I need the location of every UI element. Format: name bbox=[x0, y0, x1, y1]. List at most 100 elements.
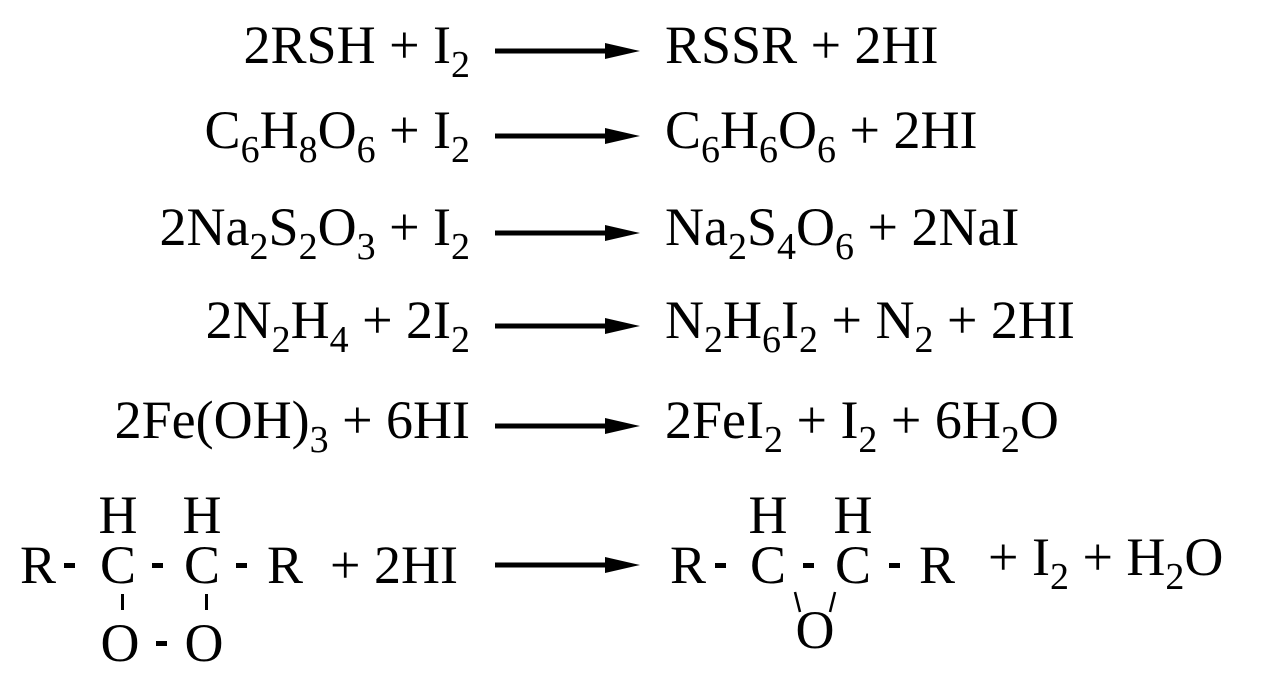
arrow-icon bbox=[495, 43, 640, 59]
formula-text: S bbox=[746, 197, 778, 257]
subscript: 2 bbox=[271, 319, 291, 361]
atom-o: O bbox=[795, 600, 835, 660]
formula-text: O bbox=[317, 100, 357, 160]
reactants: 2Fe(OH)3 + 6HI bbox=[115, 385, 470, 461]
formula-text: + I bbox=[988, 527, 1050, 587]
atom-c: C bbox=[99, 535, 137, 595]
subscript: 2 bbox=[704, 319, 723, 361]
formula-text: O bbox=[317, 197, 357, 257]
formula-text: H bbox=[259, 100, 299, 160]
subscript: 2 bbox=[451, 129, 470, 171]
arrow-icon bbox=[495, 128, 640, 144]
formula-text: + 2I bbox=[348, 290, 451, 350]
bond bbox=[236, 563, 247, 568]
subscript: 6 bbox=[356, 129, 376, 171]
bond bbox=[889, 563, 900, 568]
formula-text: + 6HI bbox=[328, 390, 470, 450]
formula-text: 2RSH + I bbox=[243, 15, 451, 75]
bond bbox=[715, 563, 726, 568]
subscript: 2 bbox=[249, 226, 269, 268]
formula-text: C bbox=[204, 100, 241, 160]
formula-text: + H bbox=[1068, 527, 1166, 587]
atom-h: H bbox=[748, 485, 788, 545]
formula-text: H bbox=[720, 100, 760, 160]
subscript: 2 bbox=[914, 319, 934, 361]
products: RSSR + 2HI bbox=[665, 10, 939, 80]
atom-c: C bbox=[834, 535, 872, 595]
atom-c: C bbox=[749, 535, 787, 595]
subscript: 6 bbox=[762, 319, 781, 361]
formula-text: + 2NaI bbox=[854, 197, 1020, 257]
subscript: 3 bbox=[309, 419, 329, 461]
subscript: 6 bbox=[817, 129, 837, 171]
atom-c: C bbox=[183, 535, 221, 595]
subscript: 2 bbox=[798, 319, 818, 361]
atom-o: O bbox=[184, 613, 224, 673]
subscript: 4 bbox=[329, 319, 349, 361]
arrow-icon bbox=[495, 318, 640, 334]
bond bbox=[152, 563, 163, 568]
bond bbox=[156, 641, 167, 646]
atom-o: O bbox=[100, 613, 140, 673]
subscript: 6 bbox=[240, 129, 260, 171]
subscript: 2 bbox=[451, 44, 470, 86]
subscript: 6 bbox=[759, 129, 779, 171]
reagent: + 2HI bbox=[330, 535, 458, 595]
atom-r: R bbox=[266, 535, 304, 595]
products: C6H6O6 + 2HI bbox=[665, 95, 977, 171]
products: N2H6I2 + N2 + 2HI bbox=[665, 285, 1075, 361]
bond bbox=[803, 563, 814, 568]
formula-text: + 6H bbox=[877, 390, 1001, 450]
subscript: 2 bbox=[451, 226, 470, 268]
reactants: 2RSH + I2 bbox=[244, 10, 470, 86]
reactants: C6H8O6 + I2 bbox=[205, 95, 470, 171]
epoxide-bonds bbox=[793, 591, 837, 613]
subscript: 2 bbox=[451, 319, 470, 361]
formula-text: C bbox=[665, 100, 702, 160]
subscript: 2 bbox=[858, 419, 878, 461]
subscript: 6 bbox=[701, 129, 721, 171]
formula-text: + I bbox=[375, 100, 451, 160]
bond bbox=[121, 594, 124, 610]
subscript: 2 bbox=[1049, 556, 1069, 598]
arrow-icon bbox=[495, 557, 640, 573]
subscript: 2 bbox=[1165, 556, 1185, 598]
formula-text: O bbox=[778, 100, 818, 160]
atom-r: R bbox=[918, 535, 956, 595]
formula-text: O bbox=[1019, 390, 1059, 450]
arrow-icon bbox=[495, 225, 640, 241]
formula-text: 2Fe(OH) bbox=[114, 390, 310, 450]
subscript: 3 bbox=[356, 226, 376, 268]
formula-text: 2N bbox=[205, 290, 272, 350]
subscript: 2 bbox=[1000, 419, 1020, 461]
atom-h: H bbox=[98, 485, 138, 545]
products: 2FeI2 + I2 + 6H2O bbox=[665, 385, 1059, 461]
equation-row: 2RSH + I2 RSSR + 2HI bbox=[0, 10, 1263, 86]
formula-text: O bbox=[796, 197, 836, 257]
formula-text: H bbox=[290, 290, 330, 350]
formula-text: H bbox=[723, 290, 762, 350]
atom-h: H bbox=[833, 485, 873, 545]
subscript: 8 bbox=[298, 129, 318, 171]
formula-text: N bbox=[665, 290, 704, 350]
products: Na2S4O6 + 2NaI bbox=[665, 192, 1019, 268]
reactants: 2N2H4 + 2I2 bbox=[206, 285, 470, 361]
formula-text: O bbox=[1184, 527, 1224, 587]
atom-r: R bbox=[669, 535, 707, 595]
byproducts: + I2 + H2O bbox=[988, 527, 1224, 598]
bond bbox=[205, 594, 208, 610]
formula-text: Na bbox=[665, 197, 728, 257]
subscript: 2 bbox=[727, 226, 747, 268]
formula-text: S bbox=[268, 197, 299, 257]
atom-r: R bbox=[19, 535, 57, 595]
formula-text: + I bbox=[782, 390, 859, 450]
formula-text: + 2HI bbox=[933, 290, 1075, 350]
formula-text: RSSR + 2HI bbox=[665, 15, 939, 75]
formula-text: 2Na bbox=[159, 197, 250, 257]
formula-text: + N bbox=[817, 290, 915, 350]
subscript: 4 bbox=[777, 226, 797, 268]
reactants: 2Na2S2O3 + I2 bbox=[160, 192, 470, 268]
subscript: 2 bbox=[763, 419, 783, 461]
